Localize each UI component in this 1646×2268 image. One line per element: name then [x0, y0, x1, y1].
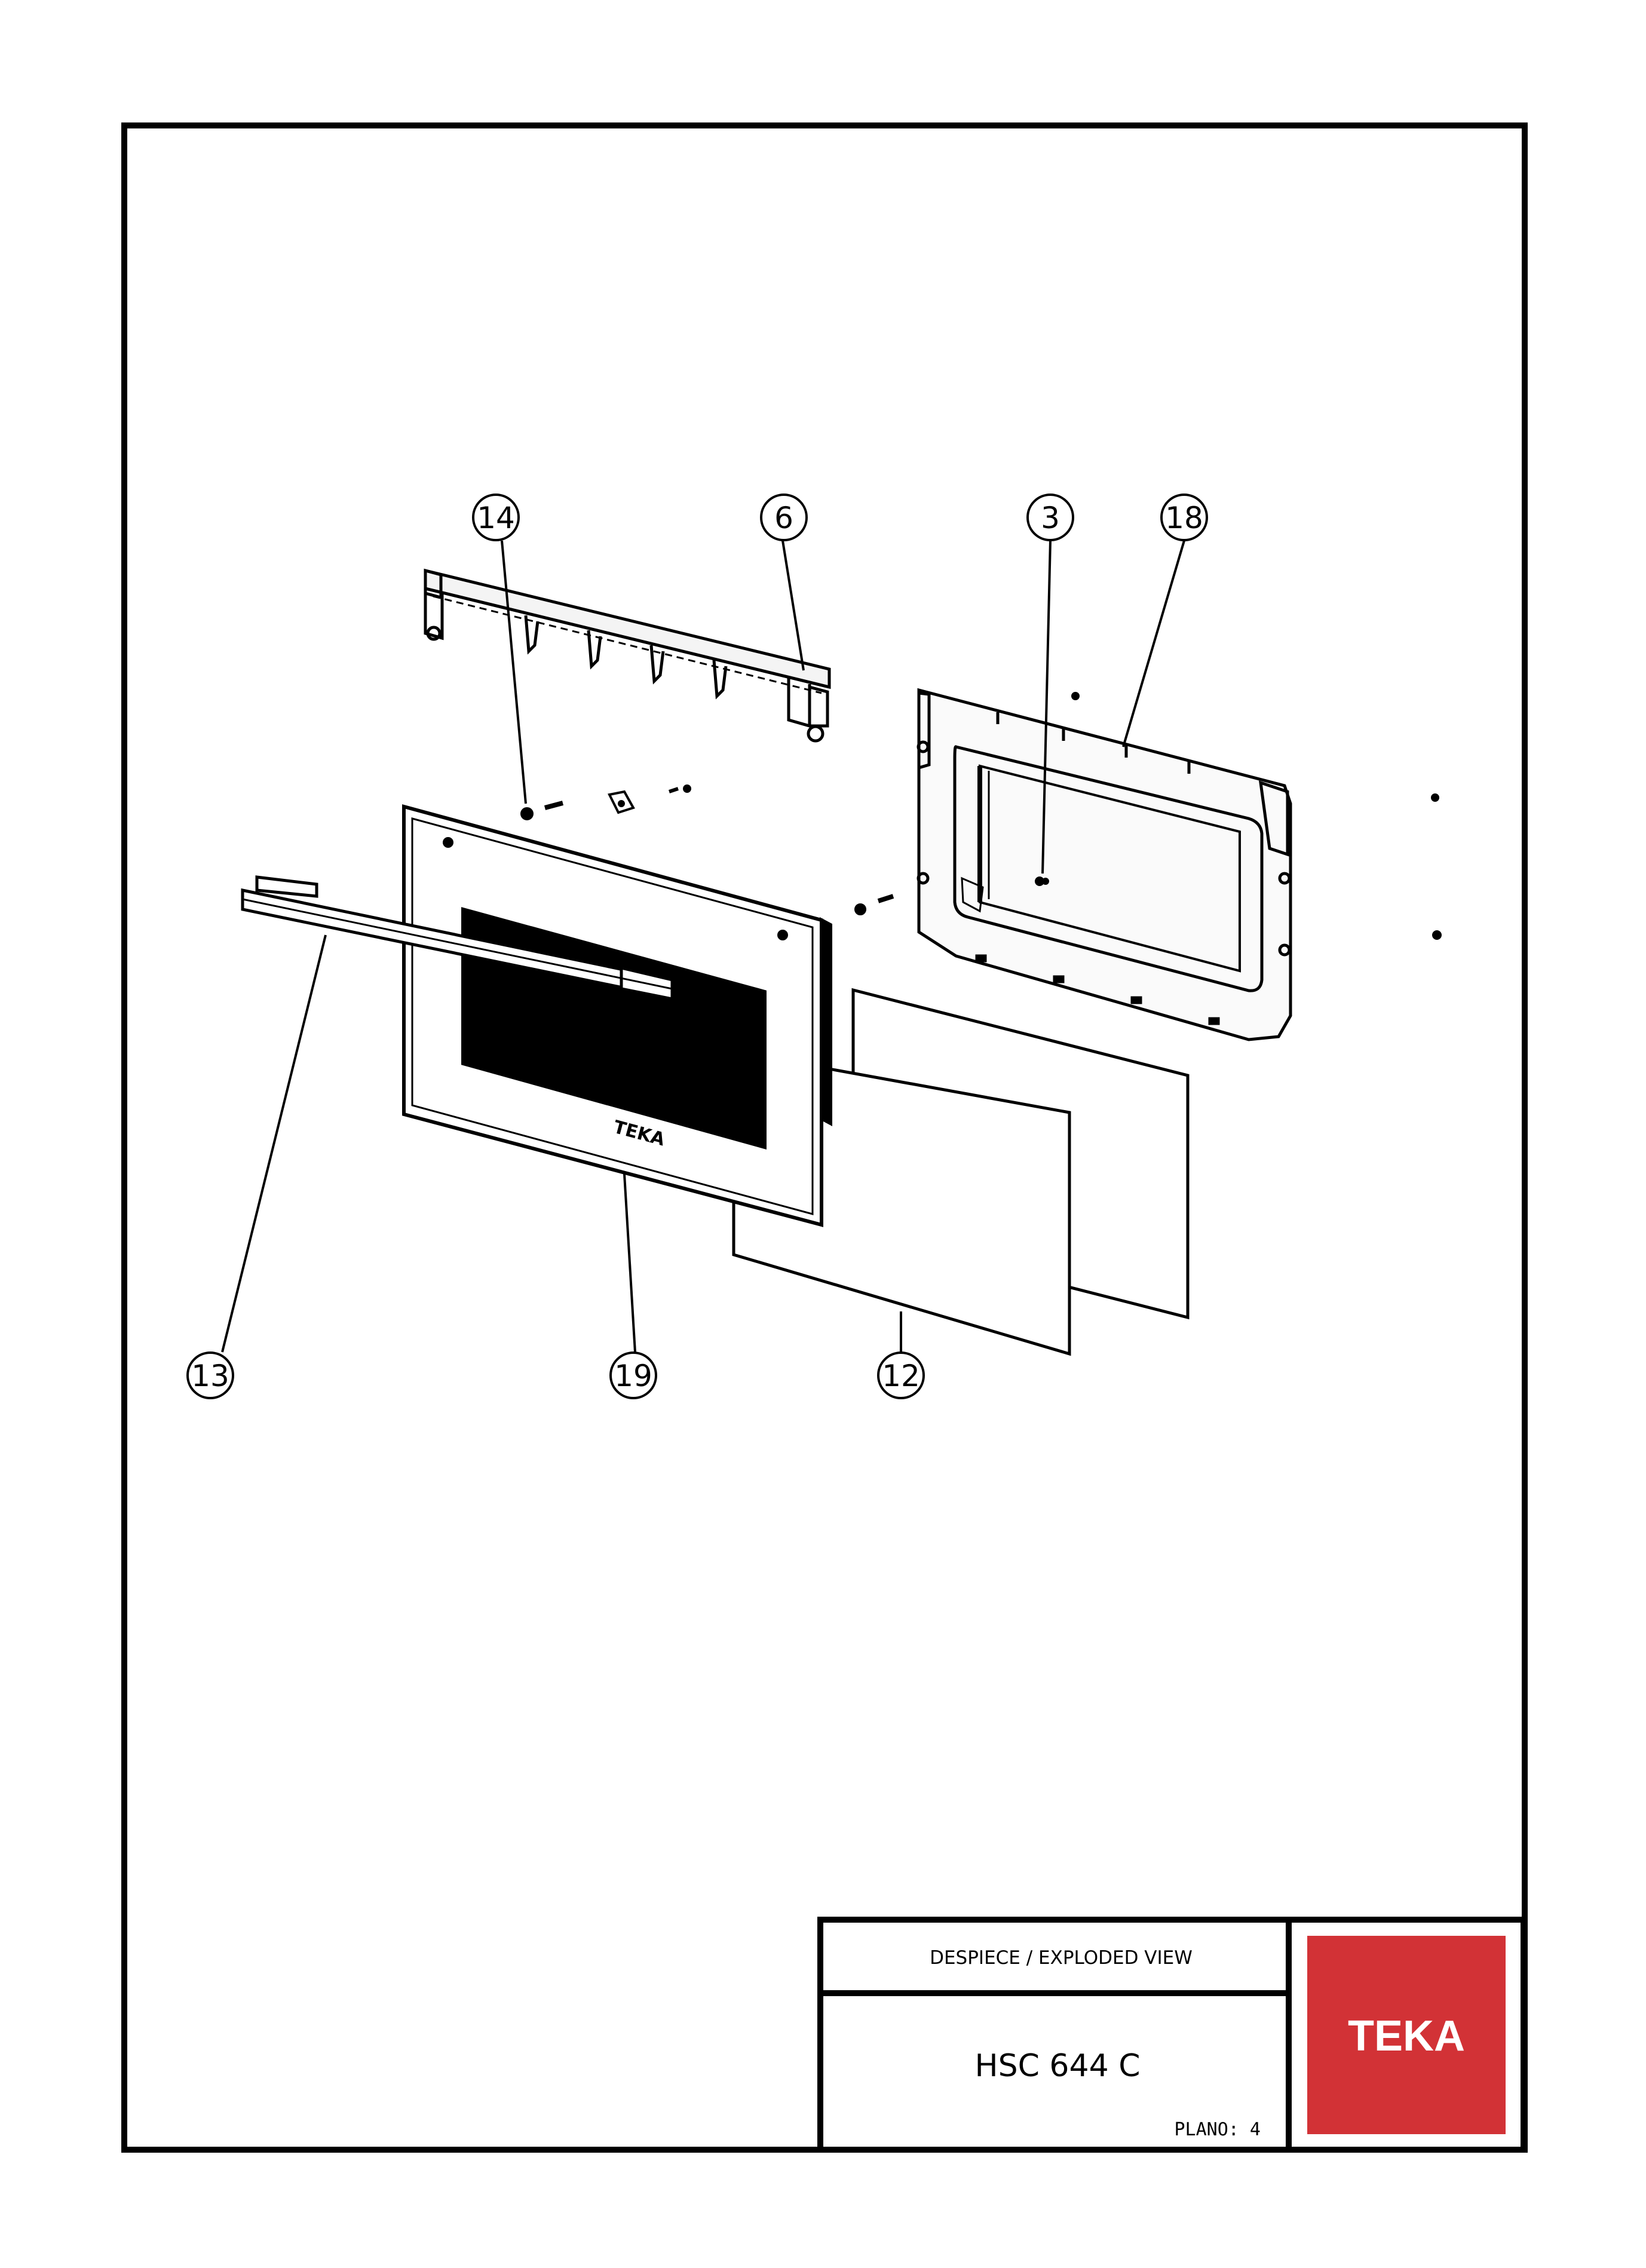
part-6-top-trim — [424, 568, 831, 743]
callout-6: 6 — [760, 494, 808, 541]
part-13-handle — [241, 875, 674, 1001]
svg-text:12: 12 — [882, 1359, 920, 1393]
callout-18: 18 — [1160, 494, 1208, 541]
title-block-model: HSC 644 C — [974, 2048, 1140, 2084]
svg-text:18: 18 — [1165, 501, 1203, 535]
part-12-glass-panes — [732, 988, 1190, 1356]
svg-text:19: 19 — [614, 1359, 652, 1393]
callout-12: 12 — [877, 1351, 925, 1399]
title-block-sheet-number: PLANO: 4 — [1175, 2119, 1261, 2140]
part-19-outer-door — [402, 804, 832, 1227]
teka-logo: TEKA — [1307, 1936, 1506, 2134]
svg-text:14: 14 — [477, 501, 515, 535]
leader-lines — [221, 540, 1185, 1353]
svg-text:3: 3 — [1041, 501, 1060, 535]
part-18-inner-frame — [917, 688, 1292, 1041]
callout-14: 14 — [472, 494, 520, 541]
callout-19: 19 — [609, 1351, 657, 1399]
callout-13: 13 — [186, 1351, 234, 1399]
title-block-header: DESPIECE / EXPLODED VIEW — [930, 1947, 1193, 1969]
callout-3: 3 — [1026, 494, 1074, 541]
teka-logo-text: TEKA — [1348, 2012, 1465, 2060]
svg-text:6: 6 — [774, 501, 793, 535]
screws-and-hinge-bracket — [520, 692, 1442, 940]
svg-text:13: 13 — [191, 1359, 229, 1393]
